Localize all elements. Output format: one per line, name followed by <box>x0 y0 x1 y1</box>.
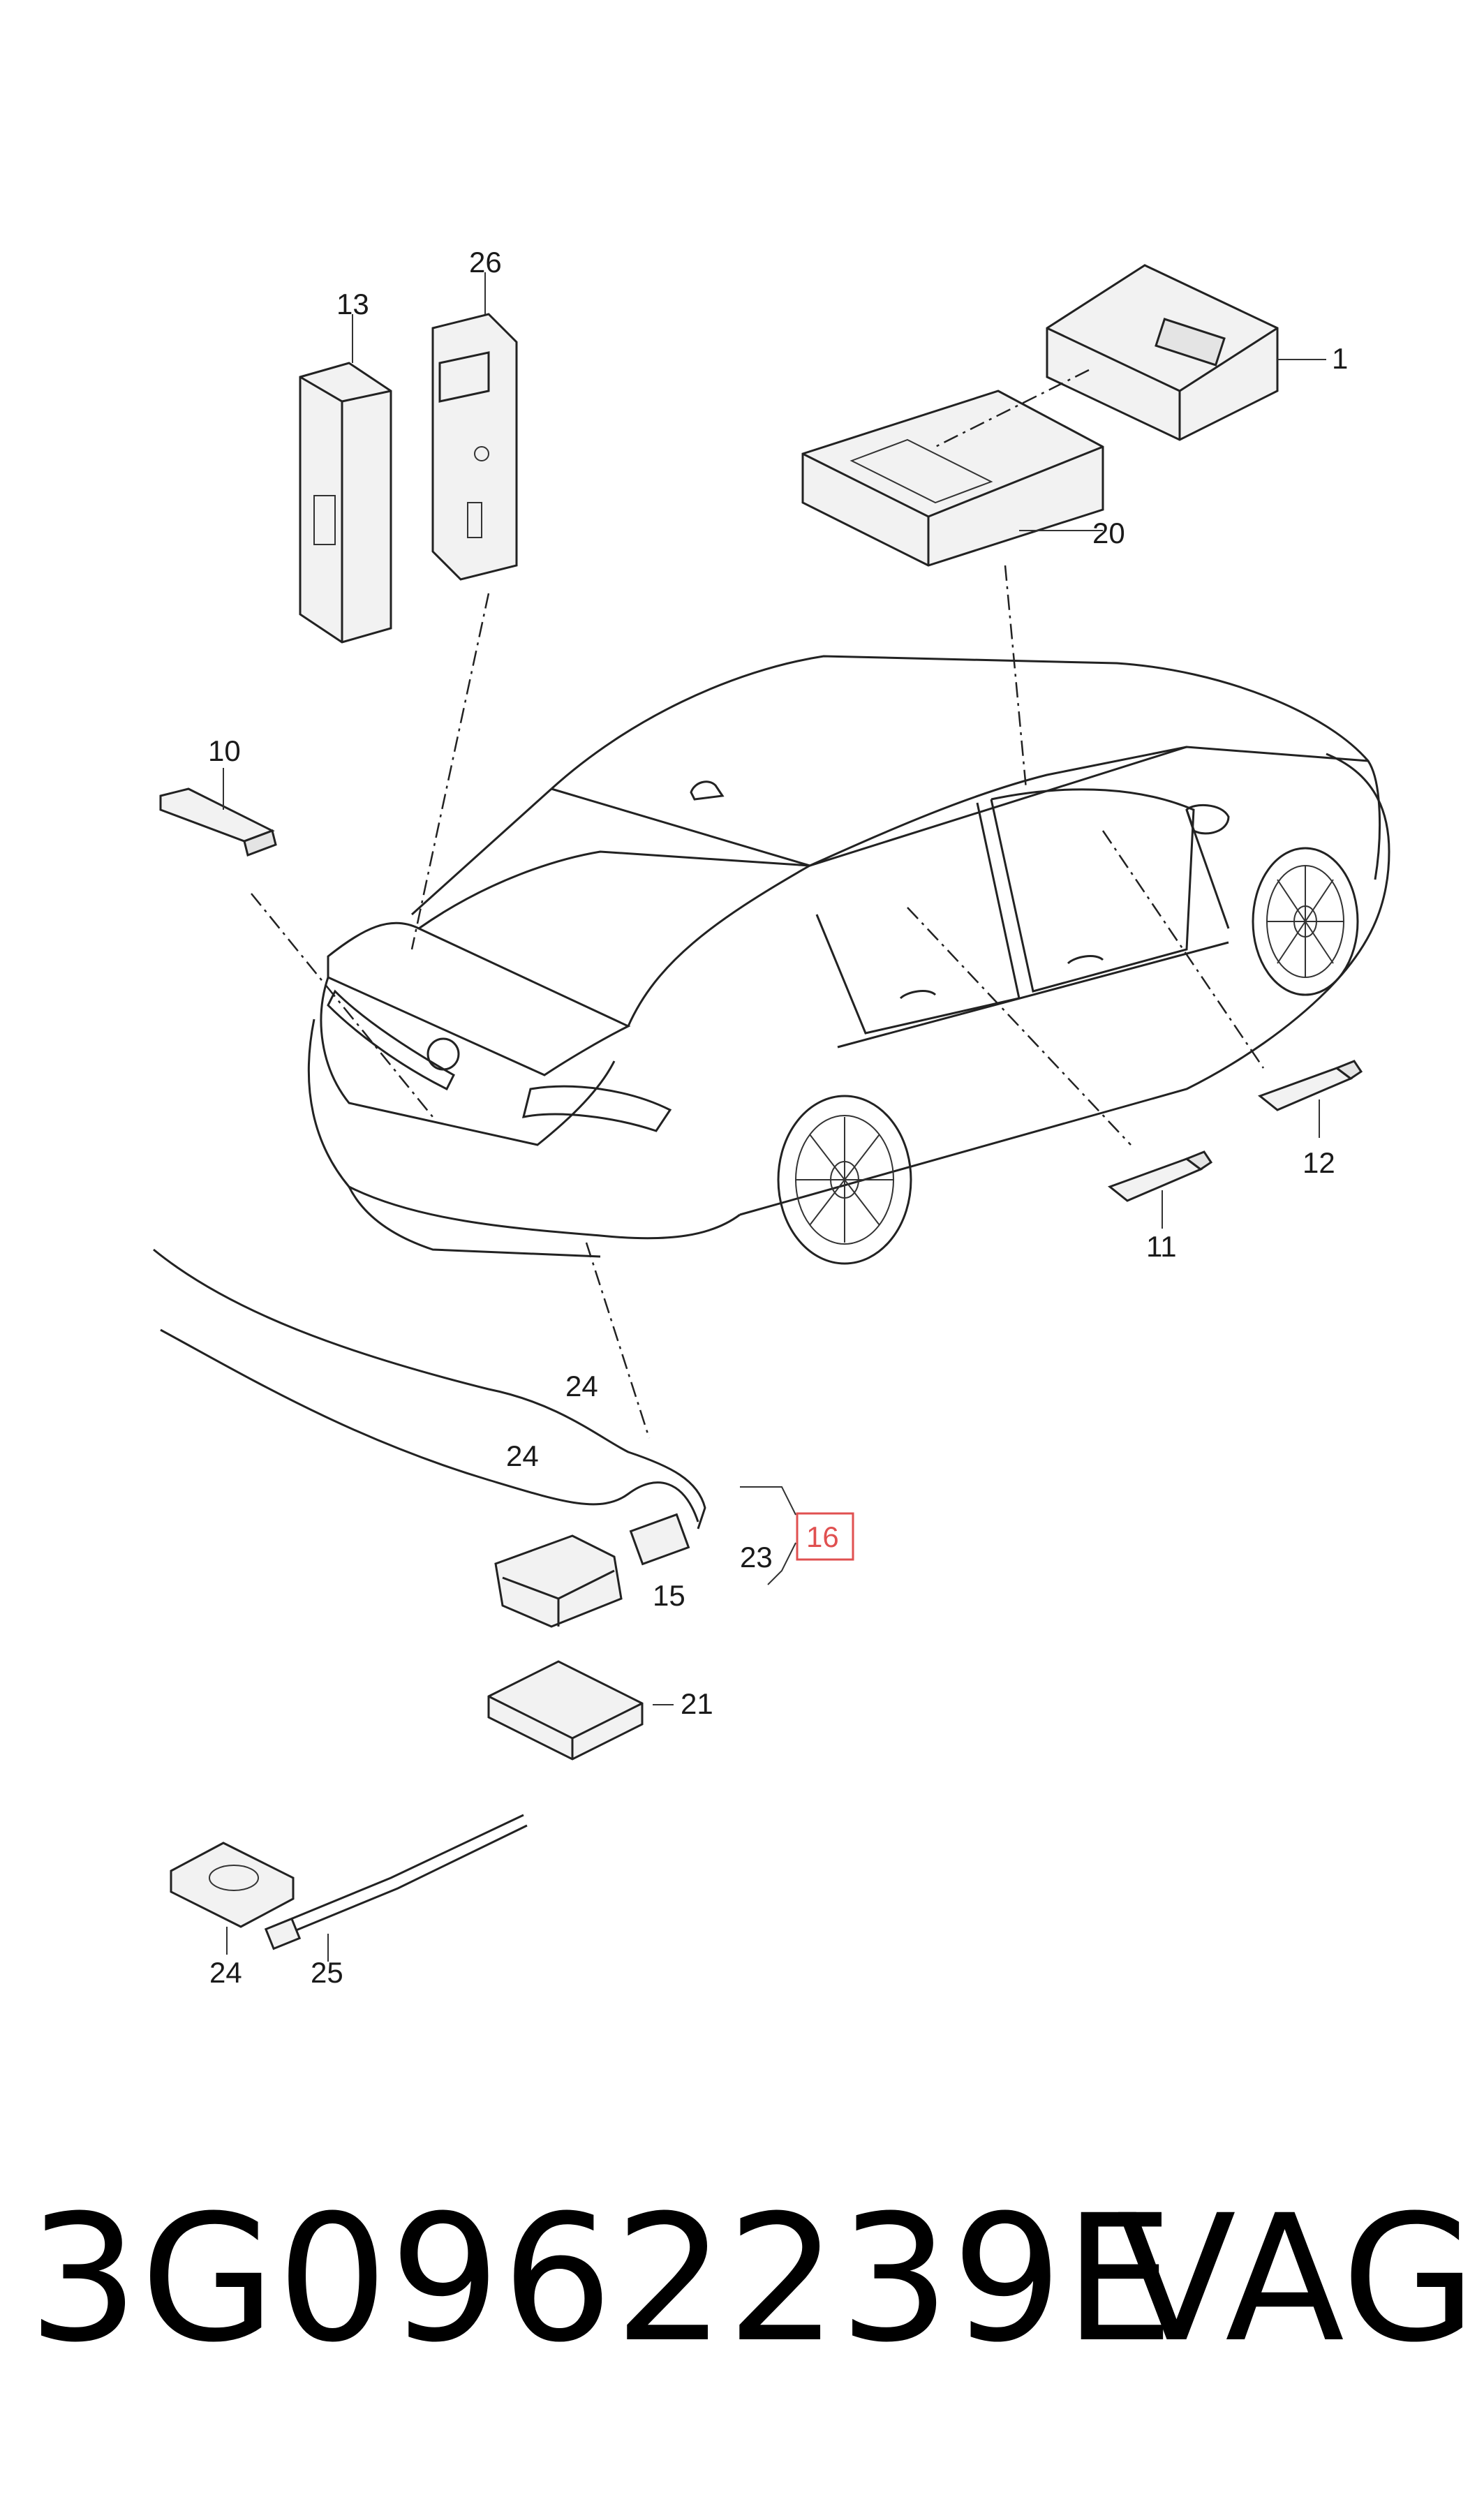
brand-label: VAG <box>1117 2177 1477 2380</box>
callout-10: 10 <box>208 734 241 767</box>
part-12-sensor <box>1257 1060 1363 1138</box>
leader-lines <box>251 369 1265 1439</box>
callout-20: 20 <box>1092 517 1125 549</box>
callout-23: 23 <box>740 1541 773 1573</box>
part-13-module <box>299 314 392 644</box>
callout-labels: 1 10 11 12 13 15 20 21 23 24 24 24 25 26… <box>208 246 1348 1989</box>
callout-15: 15 <box>653 1579 685 1612</box>
part-21-cover <box>487 1660 674 1761</box>
part-24-clip <box>170 1842 295 1955</box>
callout-24-upper: 24 <box>565 1370 598 1402</box>
callout-12: 12 <box>1303 1146 1335 1179</box>
callout-16-highlight-box <box>796 1512 854 1561</box>
part-25-cable-tie <box>264 1814 528 1962</box>
callout-24-middle: 24 <box>506 1439 539 1472</box>
car-illustration <box>307 655 1390 1265</box>
callout-16: 16 <box>806 1520 839 1553</box>
callout-24-clip: 24 <box>209 1956 242 1989</box>
callout-1: 1 <box>1332 342 1348 375</box>
part-20-holder <box>801 390 1104 567</box>
callout-25: 25 <box>311 1956 343 1989</box>
harness-assembly <box>153 1248 796 1628</box>
part-10-sensor <box>159 768 277 857</box>
part-26-bracket <box>431 272 518 581</box>
callout-11: 11 <box>1146 1230 1177 1263</box>
part-1-control-unit <box>1046 264 1326 441</box>
part-number: 3G0962239E <box>28 2177 1176 2380</box>
part-11-sensor <box>1107 1150 1213 1229</box>
callout-21: 21 <box>681 1687 713 1720</box>
callout-26: 26 <box>469 246 502 279</box>
callout-13: 13 <box>336 288 369 320</box>
